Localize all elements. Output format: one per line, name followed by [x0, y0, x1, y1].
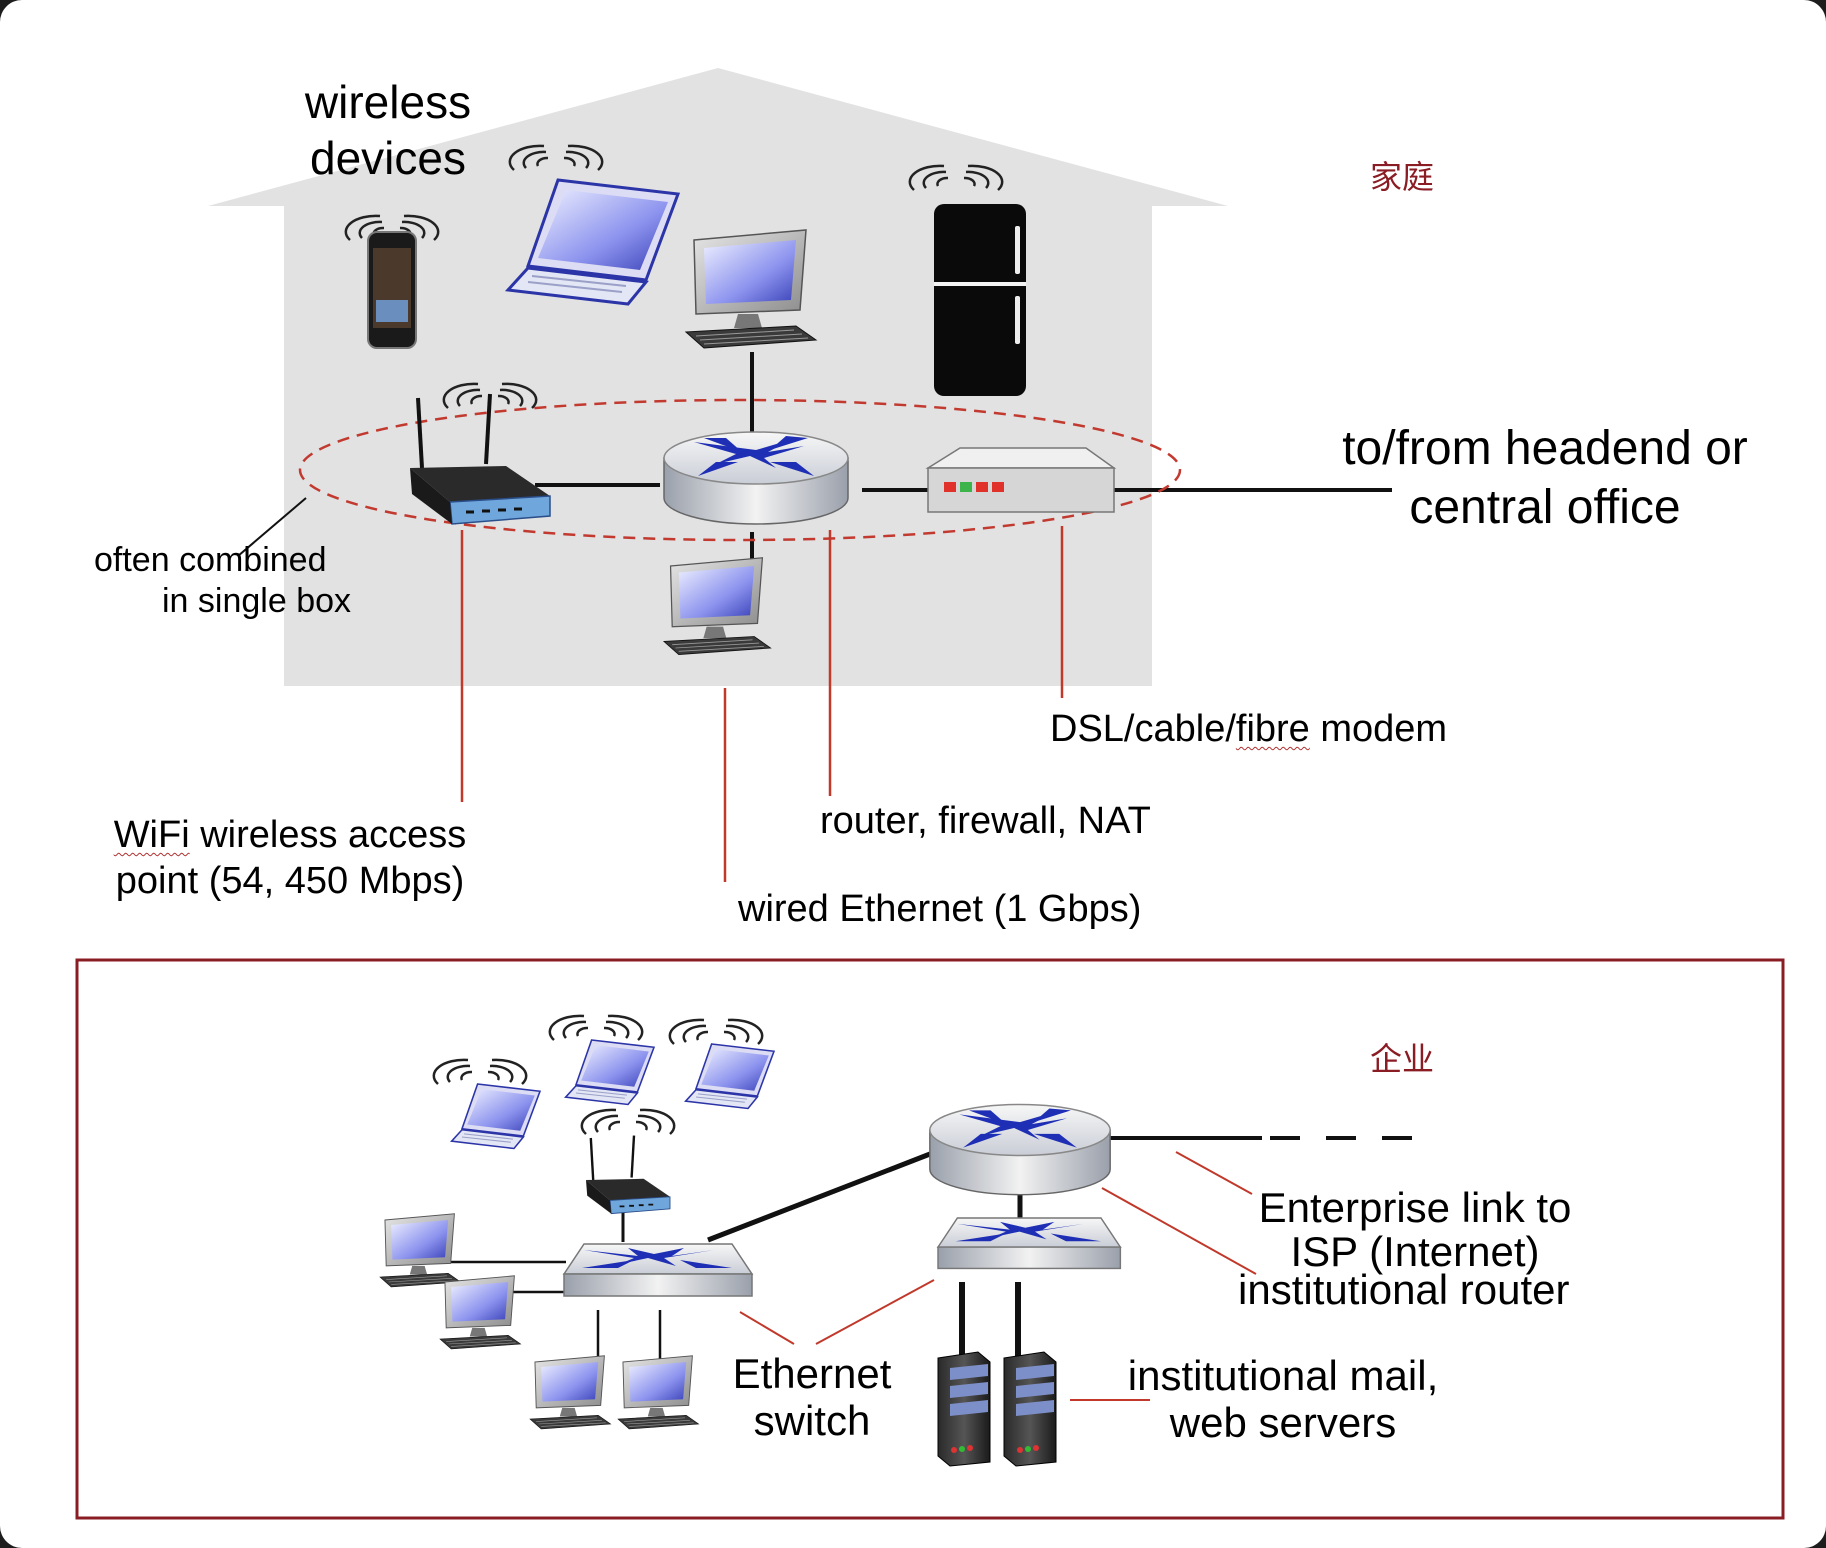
modem-icon	[925, 447, 1117, 513]
phone-icon	[344, 214, 440, 349]
enterprise-link-line2: ISP (Internet)	[1290, 1228, 1540, 1276]
laptop-icon	[548, 1014, 655, 1106]
combined-line1: often combined	[94, 541, 327, 579]
combined-ellipse	[298, 398, 1182, 542]
ethernet-switch-label: Ethernet switch	[712, 1350, 912, 1444]
modem-label: DSL/cable/fibre modem	[1050, 708, 1448, 750]
wifi-line1: WiFi wireless access	[113, 814, 467, 856]
ethernet-switch-line1: Ethernet	[732, 1350, 892, 1397]
wifi-line2: point (54, 450 Mbps)	[115, 860, 465, 903]
servers-line1: institutional mail,	[1127, 1352, 1439, 1399]
desktop-computer-icon	[529, 1355, 612, 1430]
institutional-router-icon	[929, 1103, 1111, 1196]
desktop-computer-icon	[439, 1275, 522, 1350]
enterprise-link-line1: Enterprise link to	[1258, 1184, 1572, 1231]
home-section-label: 家庭	[1370, 159, 1435, 195]
wifi-label: WiFi wireless access point (54, 450 Mbps…	[90, 812, 490, 905]
servers-line2: web servers	[1169, 1399, 1397, 1447]
router-icon	[663, 431, 849, 525]
router-label: router, firewall, NAT	[820, 800, 1151, 842]
servers-label: institutional mail, web servers	[1108, 1352, 1458, 1446]
ethernet-label: wired Ethernet (1 Gbps)	[738, 888, 1142, 930]
ethernet-switch-icon	[563, 1243, 753, 1297]
server-icon	[937, 1351, 991, 1467]
headend-line2: central office	[1409, 480, 1681, 534]
desktop-computer-icon	[379, 1213, 462, 1288]
ethernet-switch-line2: switch	[753, 1397, 871, 1445]
headend-label: to/from headend or central office	[1310, 420, 1780, 537]
wireless-devices-line2: devices	[310, 132, 466, 185]
wireless-devices-line1: wireless	[304, 76, 472, 128]
institutional-router-label: institutional router	[1238, 1266, 1570, 1313]
enterprise-link-label: Enterprise link to ISP (Internet)	[1230, 1184, 1600, 1276]
combined-box-label: often combined in single box	[94, 540, 351, 623]
laptop-icon	[432, 1058, 541, 1150]
institutional-switch-icon	[937, 1217, 1122, 1270]
desktop-computer-icon	[617, 1355, 700, 1430]
enterprise-frame	[75, 958, 1785, 1520]
headend-line1: to/from headend or	[1342, 422, 1748, 475]
server-icon	[1003, 1351, 1057, 1467]
enterprise-section-label: 企业	[1370, 1041, 1435, 1077]
refrigerator-icon	[908, 164, 1026, 396]
laptop-icon	[668, 1018, 775, 1110]
combined-line2: in single box	[162, 582, 352, 621]
wifi-access-point-icon	[580, 1108, 676, 1215]
wireless-devices-label: wireless devices	[278, 74, 498, 186]
